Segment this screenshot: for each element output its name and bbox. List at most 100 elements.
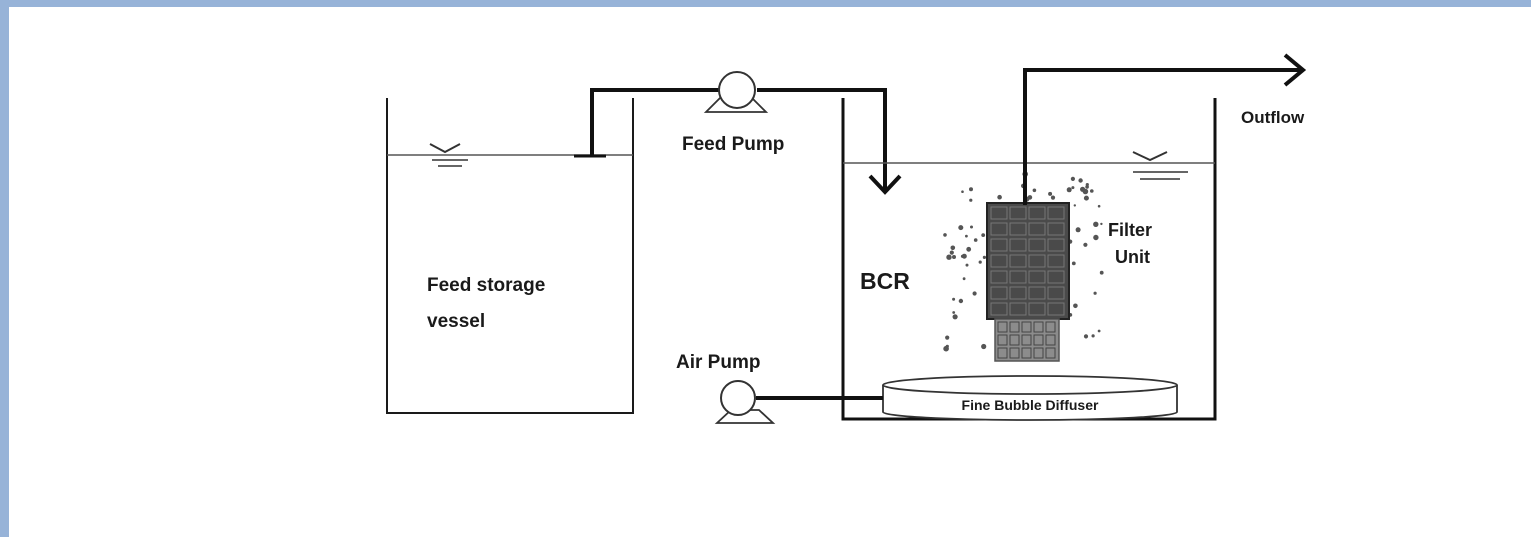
filter-cell [990, 206, 1008, 220]
feed-pump-label: Feed Pump [682, 134, 784, 155]
filter-cell [1047, 254, 1065, 268]
air-bubble [981, 233, 986, 238]
air-bubble [1050, 195, 1056, 200]
air-bubble [972, 291, 977, 296]
air-bubble [1100, 222, 1103, 226]
filter-base-cell [1045, 347, 1056, 359]
air-bubble [962, 277, 966, 281]
filter-base-cell [997, 321, 1008, 333]
filter-base-grid [997, 321, 1056, 359]
filter-base-cell [997, 334, 1008, 346]
air-bubble [1083, 195, 1089, 201]
filter-cell [1028, 302, 1046, 316]
air-bubble [1078, 178, 1083, 183]
filter-base-cell [997, 347, 1008, 359]
air-bubble [1066, 187, 1072, 193]
bcr-label: BCR [860, 268, 910, 294]
air-bubble [1073, 204, 1077, 207]
air-bubble [950, 245, 956, 251]
air-bubble [1099, 270, 1104, 275]
filter-cell [990, 302, 1008, 316]
filter-cell [1028, 238, 1046, 252]
filter-cell [1028, 206, 1046, 220]
air-bubble [966, 246, 972, 252]
water-level-icon [429, 143, 468, 167]
feed-pump: Feed Pump [682, 71, 784, 155]
filter-base-cell [1033, 321, 1044, 333]
air-bubble [981, 343, 987, 350]
air-bubble [960, 254, 965, 258]
feed-pump-icon [718, 71, 756, 109]
air-bubble [1093, 291, 1097, 295]
filter-cell [1028, 270, 1046, 284]
air-bubble [978, 260, 982, 264]
air-bubble [997, 194, 1002, 200]
filter-cell [990, 254, 1008, 268]
air-bubble [958, 225, 964, 231]
outflow-line: Outflow [1023, 53, 1307, 205]
air-bubble [1085, 185, 1089, 189]
filter-base-cell [1033, 347, 1044, 359]
air-pump-label: Air Pump [676, 352, 760, 373]
filter-base-cell [1021, 347, 1032, 359]
outflow-label: Outflow [1241, 108, 1305, 127]
filter-cell [1047, 222, 1065, 236]
filter-cell [1028, 254, 1046, 268]
air-bubble [969, 198, 973, 202]
air-bubble [958, 298, 964, 304]
filter-base-cell [1033, 334, 1044, 346]
air-bubble [1048, 191, 1053, 196]
filter-cell [1047, 270, 1065, 284]
filter-cell [1009, 206, 1027, 220]
air-bubble [952, 314, 958, 320]
air-pump-icon [720, 380, 756, 416]
feed-line [574, 88, 902, 195]
filter-cell [1009, 270, 1027, 284]
air-bubble [1071, 261, 1076, 266]
air-bubble [945, 335, 950, 340]
filter-base-cell [1045, 334, 1056, 346]
air-bubble [1073, 303, 1078, 309]
air-bubble [949, 250, 954, 255]
air-bubble [1075, 227, 1081, 233]
filter-cell [1009, 286, 1027, 300]
outflow-arrow-icon [1283, 53, 1307, 87]
feed-storage-vessel: Feed storage vessel [386, 98, 634, 414]
air-bubble [982, 255, 987, 259]
air-bubble [1097, 204, 1101, 208]
filter-unit: Filter Unit [986, 202, 1152, 362]
filter-cell [990, 222, 1008, 236]
filter-base-cell [1009, 347, 1020, 359]
air-bubble [1071, 186, 1075, 190]
air-bubble [961, 190, 964, 193]
bcr-water-level-icon [1132, 151, 1188, 180]
air-bubble [1080, 186, 1086, 192]
filter-base [994, 318, 1060, 362]
filter-base-cell [1045, 321, 1056, 333]
air-bubble [1090, 189, 1094, 193]
filter-cell [1028, 222, 1046, 236]
feed-storage-label-line2: vessel [427, 311, 485, 332]
filter-cell [990, 286, 1008, 300]
feed-inlet-arrow-icon [868, 174, 902, 195]
air-bubble [945, 344, 949, 348]
air-bubble [952, 255, 956, 259]
filter-cell [1047, 238, 1065, 252]
filter-cell [990, 238, 1008, 252]
air-bubble [973, 238, 978, 242]
filter-label-line2: Unit [1115, 247, 1150, 267]
air-bubble [1070, 176, 1075, 181]
diffuser-label: Fine Bubble Diffuser [962, 397, 1099, 413]
feed-storage-label-line1: Feed storage [427, 275, 545, 296]
filter-cell [1028, 286, 1046, 300]
air-bubble [1083, 242, 1088, 247]
air-bubble [943, 233, 947, 237]
air-bubble [970, 225, 973, 229]
fine-bubble-diffuser: Fine Bubble Diffuser [882, 375, 1178, 421]
filter-base-cell [1021, 321, 1032, 333]
filter-base-cell [1009, 334, 1020, 346]
air-bubble [965, 234, 968, 238]
air-bubble [1083, 334, 1089, 339]
filter-cell [1009, 302, 1027, 316]
